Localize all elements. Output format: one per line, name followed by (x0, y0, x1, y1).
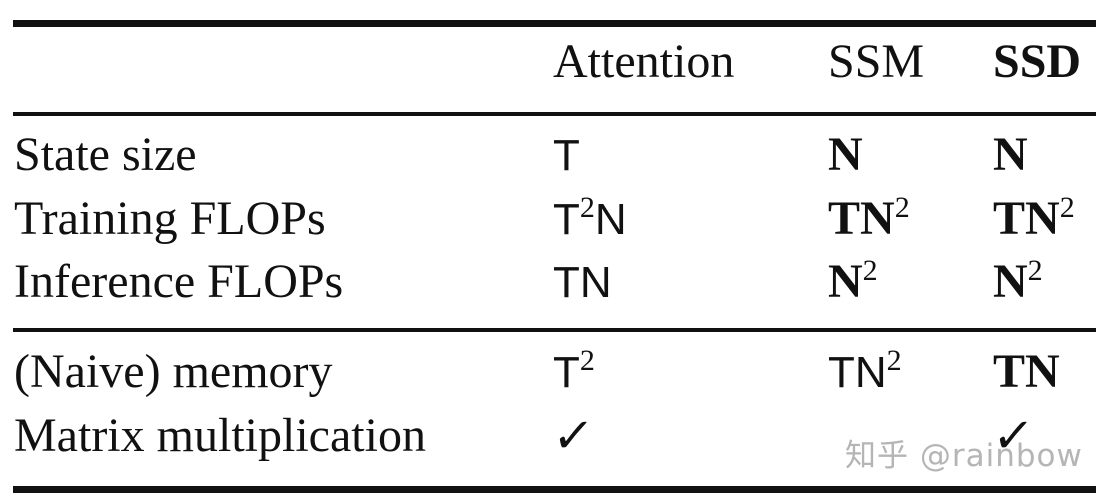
column-header-ssd: SSD (993, 35, 1082, 88)
row-label: (Naive) memory (14, 345, 333, 398)
row-label: Training FLOPs (14, 192, 326, 245)
row-label: Inference FLOPs (14, 255, 344, 308)
column-header-attention: Attention (553, 35, 735, 88)
superscript: 2 (1027, 254, 1043, 287)
superscript: 2 (579, 344, 595, 377)
table-row: State size T N N (0, 131, 1108, 191)
cell-ssm: TN2 (828, 344, 902, 397)
row-label: Matrix multiplication (14, 409, 426, 462)
table-row: (Naive) memory T2 TN2 TN (0, 344, 1108, 408)
superscript: 2 (862, 254, 878, 287)
superscript: 2 (886, 344, 902, 377)
cell-attention: T2 (553, 344, 595, 397)
cell-attention: T (553, 131, 580, 180)
cell-ssd: TN (993, 345, 1060, 398)
table-header-rule (13, 112, 1096, 116)
table-mid-rule (13, 328, 1096, 332)
superscript: 2 (1059, 191, 1075, 224)
cell-attention: TN (553, 258, 612, 307)
superscript: 2 (579, 191, 595, 224)
cell-ssd: TN2 (993, 191, 1075, 245)
table-row: Training FLOPs T2N TN2 TN2 (0, 191, 1108, 255)
superscript: 2 (894, 191, 910, 224)
checkmark-icon: ✓ (550, 408, 597, 464)
table-top-rule (13, 20, 1096, 27)
table-bottom-rule (13, 486, 1096, 493)
cell-ssm: TN2 (828, 191, 910, 245)
cell-ssd: N2 (993, 254, 1043, 308)
watermark: 知乎 @rainbow (845, 438, 1083, 474)
cell-ssm: N2 (828, 254, 878, 308)
cell-ssd: N (993, 128, 1028, 181)
table-row: Matrix multiplication ✓ ✓ (0, 408, 1108, 472)
checkmark-icon: ✓ (990, 408, 1037, 464)
table-row: Inference FLOPs TN N2 N2 (0, 254, 1108, 318)
cell-attention: T2N (553, 191, 627, 244)
column-header-ssm: SSM (828, 35, 925, 88)
row-label: State size (14, 128, 197, 181)
cell-ssm: N (828, 128, 863, 181)
